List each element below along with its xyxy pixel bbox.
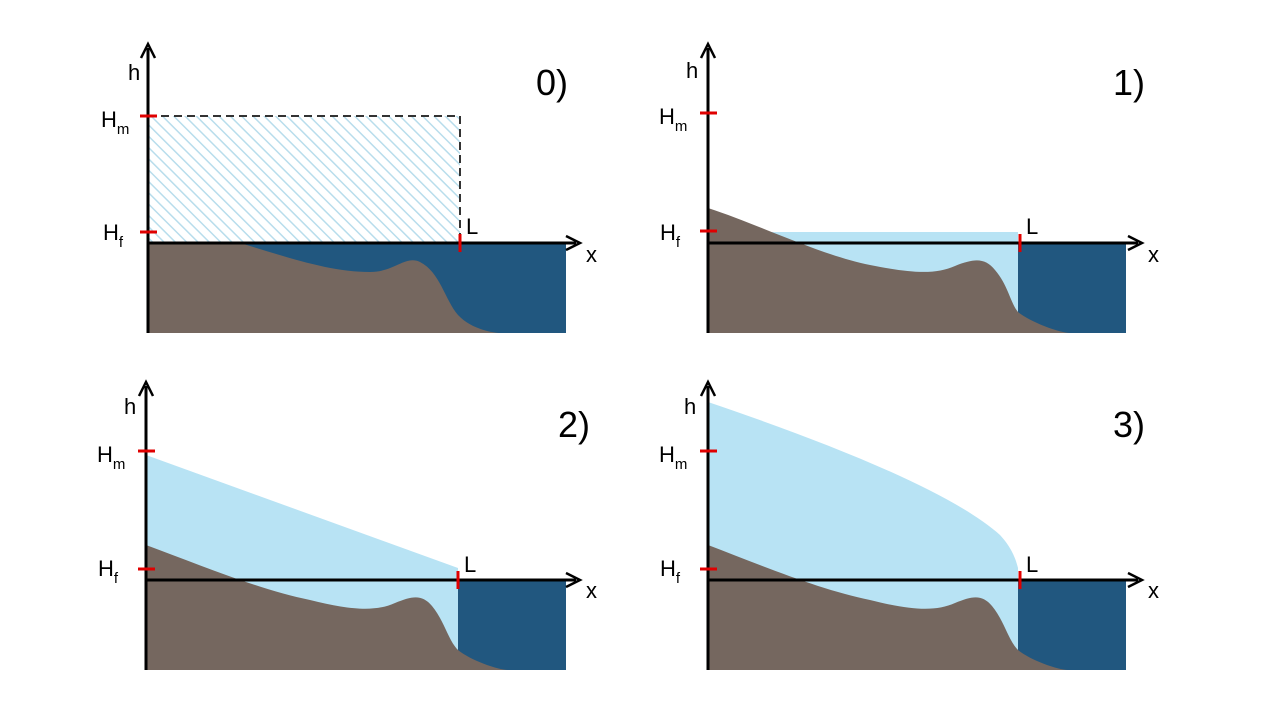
hf-subscript: f (676, 570, 681, 587)
box-outline (148, 115, 461, 243)
panel-1: h x Hm Hf L 1) (659, 41, 1159, 333)
ground-profile (708, 208, 1070, 333)
panel-0: h x Hm Hf L 0) (101, 41, 597, 333)
initial-water-box (148, 116, 460, 243)
l-label: L (1026, 214, 1038, 239)
hf-main: H (660, 556, 676, 581)
h-axis-arrowhead (137, 379, 155, 397)
h-axis-arrowhead (699, 379, 717, 397)
x-axis-label: x (586, 242, 597, 267)
h-axis-label: h (124, 394, 136, 419)
hm-main: H (101, 107, 117, 132)
x-axis-label: x (1148, 242, 1159, 267)
hm-subscript: m (117, 121, 130, 138)
panel-3: h x Hm Hf L 3) (659, 379, 1159, 670)
hm-label: Hm (659, 442, 687, 473)
sea-area (1018, 580, 1126, 670)
x-axis-arrowhead (565, 234, 583, 252)
l-label: L (1026, 552, 1038, 577)
hf-label: Hf (660, 556, 681, 587)
l-label: L (466, 214, 478, 239)
x-axis-label: x (586, 578, 597, 603)
l-label: L (464, 552, 476, 577)
ground-profile (146, 545, 508, 670)
h-axis-arrowhead (699, 41, 717, 59)
hf-label: Hf (660, 220, 681, 251)
hf-label: Hf (103, 220, 124, 251)
hf-main: H (103, 220, 119, 245)
h-axis-label: h (684, 394, 696, 419)
hm-label: Hm (97, 442, 125, 473)
sea-area (1018, 243, 1126, 333)
x-axis-arrowhead (1127, 571, 1145, 589)
h-axis-arrowhead (139, 41, 157, 59)
hf-main: H (660, 220, 676, 245)
hm-subscript: m (675, 118, 688, 135)
x-axis-label: x (1148, 578, 1159, 603)
hm-subscript: m (113, 456, 126, 473)
hf-subscript: f (119, 234, 124, 251)
ground-profile (708, 545, 1068, 670)
hm-main: H (659, 104, 675, 129)
hf-subscript: f (114, 570, 119, 587)
hf-label: Hf (98, 556, 119, 587)
hm-label: Hm (101, 107, 129, 138)
hm-label: Hm (659, 104, 687, 135)
hf-main: H (98, 556, 114, 581)
x-axis-arrowhead (565, 571, 583, 589)
x-axis-arrowhead (1127, 234, 1145, 252)
panel-label: 2) (558, 404, 590, 445)
hf-subscript: f (676, 234, 681, 251)
hm-main: H (97, 442, 113, 467)
panel-2: h x Hm Hf L 2) (97, 379, 597, 670)
h-axis-label: h (686, 58, 698, 83)
hm-main: H (659, 442, 675, 467)
sea-area (458, 580, 566, 670)
ground-profile (148, 243, 500, 333)
panel-label: 3) (1113, 404, 1145, 445)
h-axis-label: h (128, 60, 140, 85)
panel-label: 0) (536, 62, 568, 103)
panel-label: 1) (1113, 62, 1145, 103)
hm-subscript: m (675, 456, 688, 473)
